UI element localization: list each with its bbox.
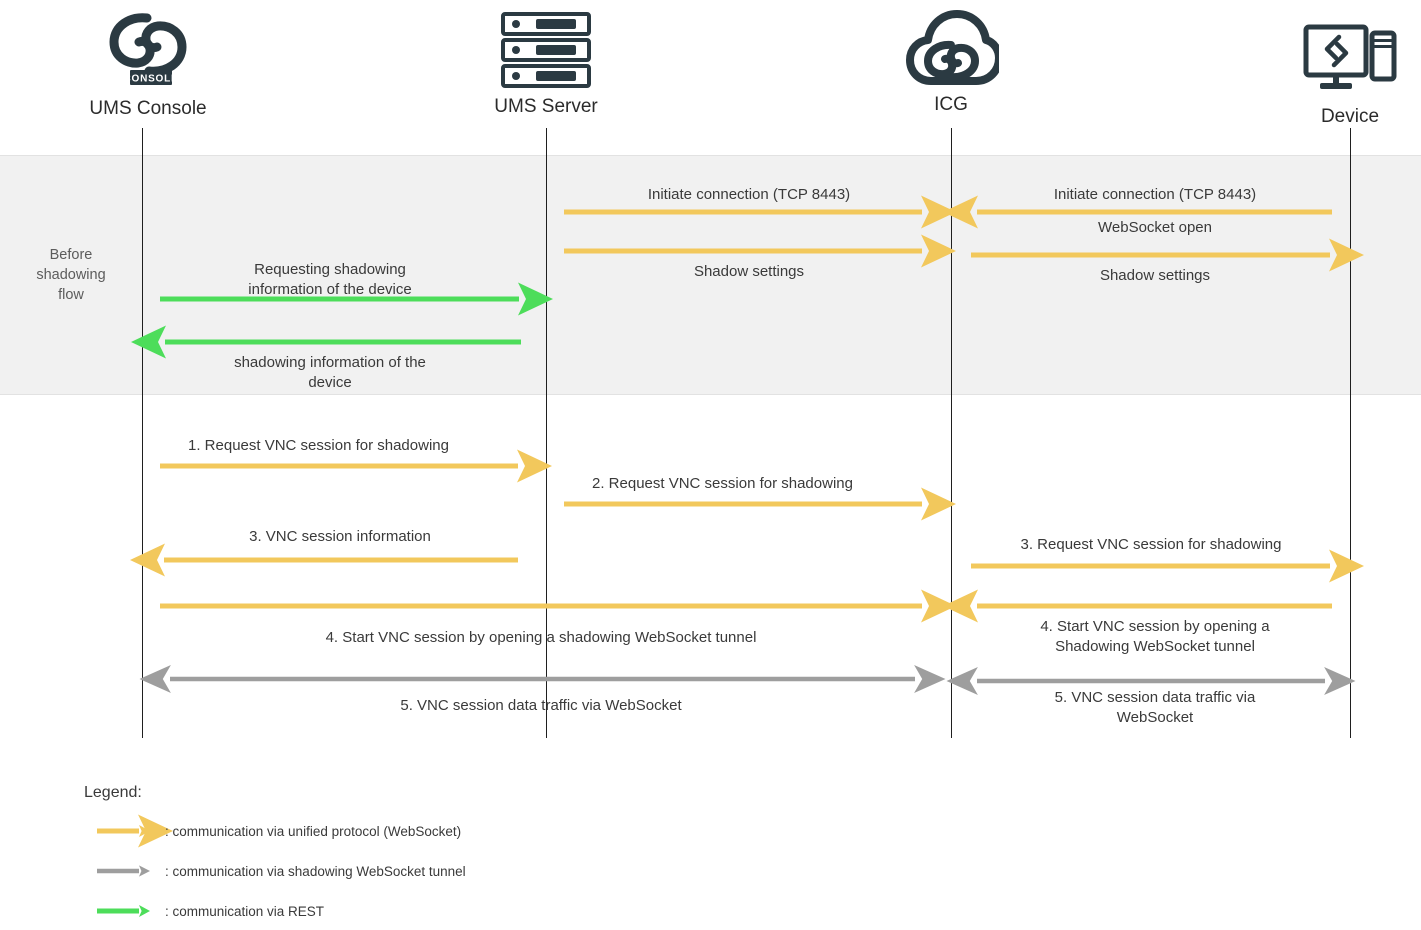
- lifeline-device: [1350, 128, 1351, 738]
- legend-text-shadowing-tunnel: : communication via shadowing WebSocket …: [165, 863, 466, 879]
- lifeline-ums-console: [142, 128, 143, 738]
- msg-label-step3-right: 3. Request VNC session for shadowing: [1020, 536, 1282, 553]
- actor-icg: ICG: [851, 2, 1051, 116]
- msg-label-step4-left: 4. Start VNC session by opening a shadow…: [325, 629, 757, 646]
- actor-label-ums-console: UMS Console: [89, 98, 207, 119]
- monitor-device-icon: [1250, 14, 1421, 106]
- legend-text-rest: : communication via REST: [165, 903, 325, 919]
- actor-label-device: Device: [1320, 106, 1380, 127]
- before-shadowing-phase-band: [0, 155, 1421, 395]
- legend-entry-rest: : communication via REST: [95, 900, 324, 922]
- msg-label-shadowing-info-response: shadowing information of the device: [234, 354, 426, 391]
- msg-label-step1: 1. Request VNC session for shadowing: [188, 437, 449, 454]
- msg-label-initiate-connection-server-icg: Initiate connection (TCP 8443): [647, 186, 851, 203]
- lifeline-ums-server: [546, 128, 547, 738]
- legend-arrow-shadowing-tunnel-icon: [95, 862, 151, 880]
- msg-label-step5-right: 5. VNC session data traffic via WebSocke…: [1054, 689, 1256, 726]
- msg-label-step5-left: 5. VNC session data traffic via WebSocke…: [400, 697, 682, 714]
- msg-label-websocket-open: WebSocket open: [1098, 219, 1212, 236]
- msg-label-initiate-connection-device-icg: Initiate connection (TCP 8443): [1053, 186, 1257, 203]
- actor-device: Device: [1250, 14, 1421, 128]
- msg-label-step2: 2. Request VNC session for shadowing: [592, 475, 853, 492]
- svg-text:CONSOLE: CONSOLE: [123, 74, 178, 85]
- legend-arrow-unified-protocol-icon: [95, 814, 173, 848]
- legend-entry-shadowing-tunnel: : communication via shadowing WebSocket …: [95, 860, 466, 882]
- msg-label-step4-right: 4. Start VNC session by opening a Shadow…: [1040, 618, 1270, 655]
- actor-ums-server: UMS Server: [446, 4, 646, 118]
- actor-label-icg: ICG: [934, 94, 968, 115]
- legend-text-unified-protocol: : communication via unified protocol (We…: [165, 823, 462, 839]
- actor-ums-console: CONSOLE UMS Console: [48, 6, 248, 120]
- lifeline-icg: [951, 128, 952, 738]
- msg-label-shadow-settings-server-icg: Shadow settings: [693, 263, 805, 280]
- legend-title: Legend:: [84, 784, 142, 801]
- ums-console-logo-icon: CONSOLE: [48, 6, 248, 98]
- phase-label: Before shadowing flow: [36, 247, 106, 303]
- server-rack-icon: [446, 4, 646, 96]
- legend-arrow-rest-icon: [95, 902, 151, 920]
- msg-label-step3-left: 3. VNC session information: [249, 528, 431, 545]
- cloud-gateway-icon: [851, 2, 1051, 94]
- msg-label-shadow-settings-icg-device: Shadow settings: [1099, 267, 1211, 284]
- msg-label-requesting-shadowing-info: Requesting shadowing information of the …: [248, 261, 412, 298]
- legend-entry-unified-protocol: : communication via unified protocol (We…: [95, 814, 462, 848]
- actor-label-ums-server: UMS Server: [494, 96, 598, 117]
